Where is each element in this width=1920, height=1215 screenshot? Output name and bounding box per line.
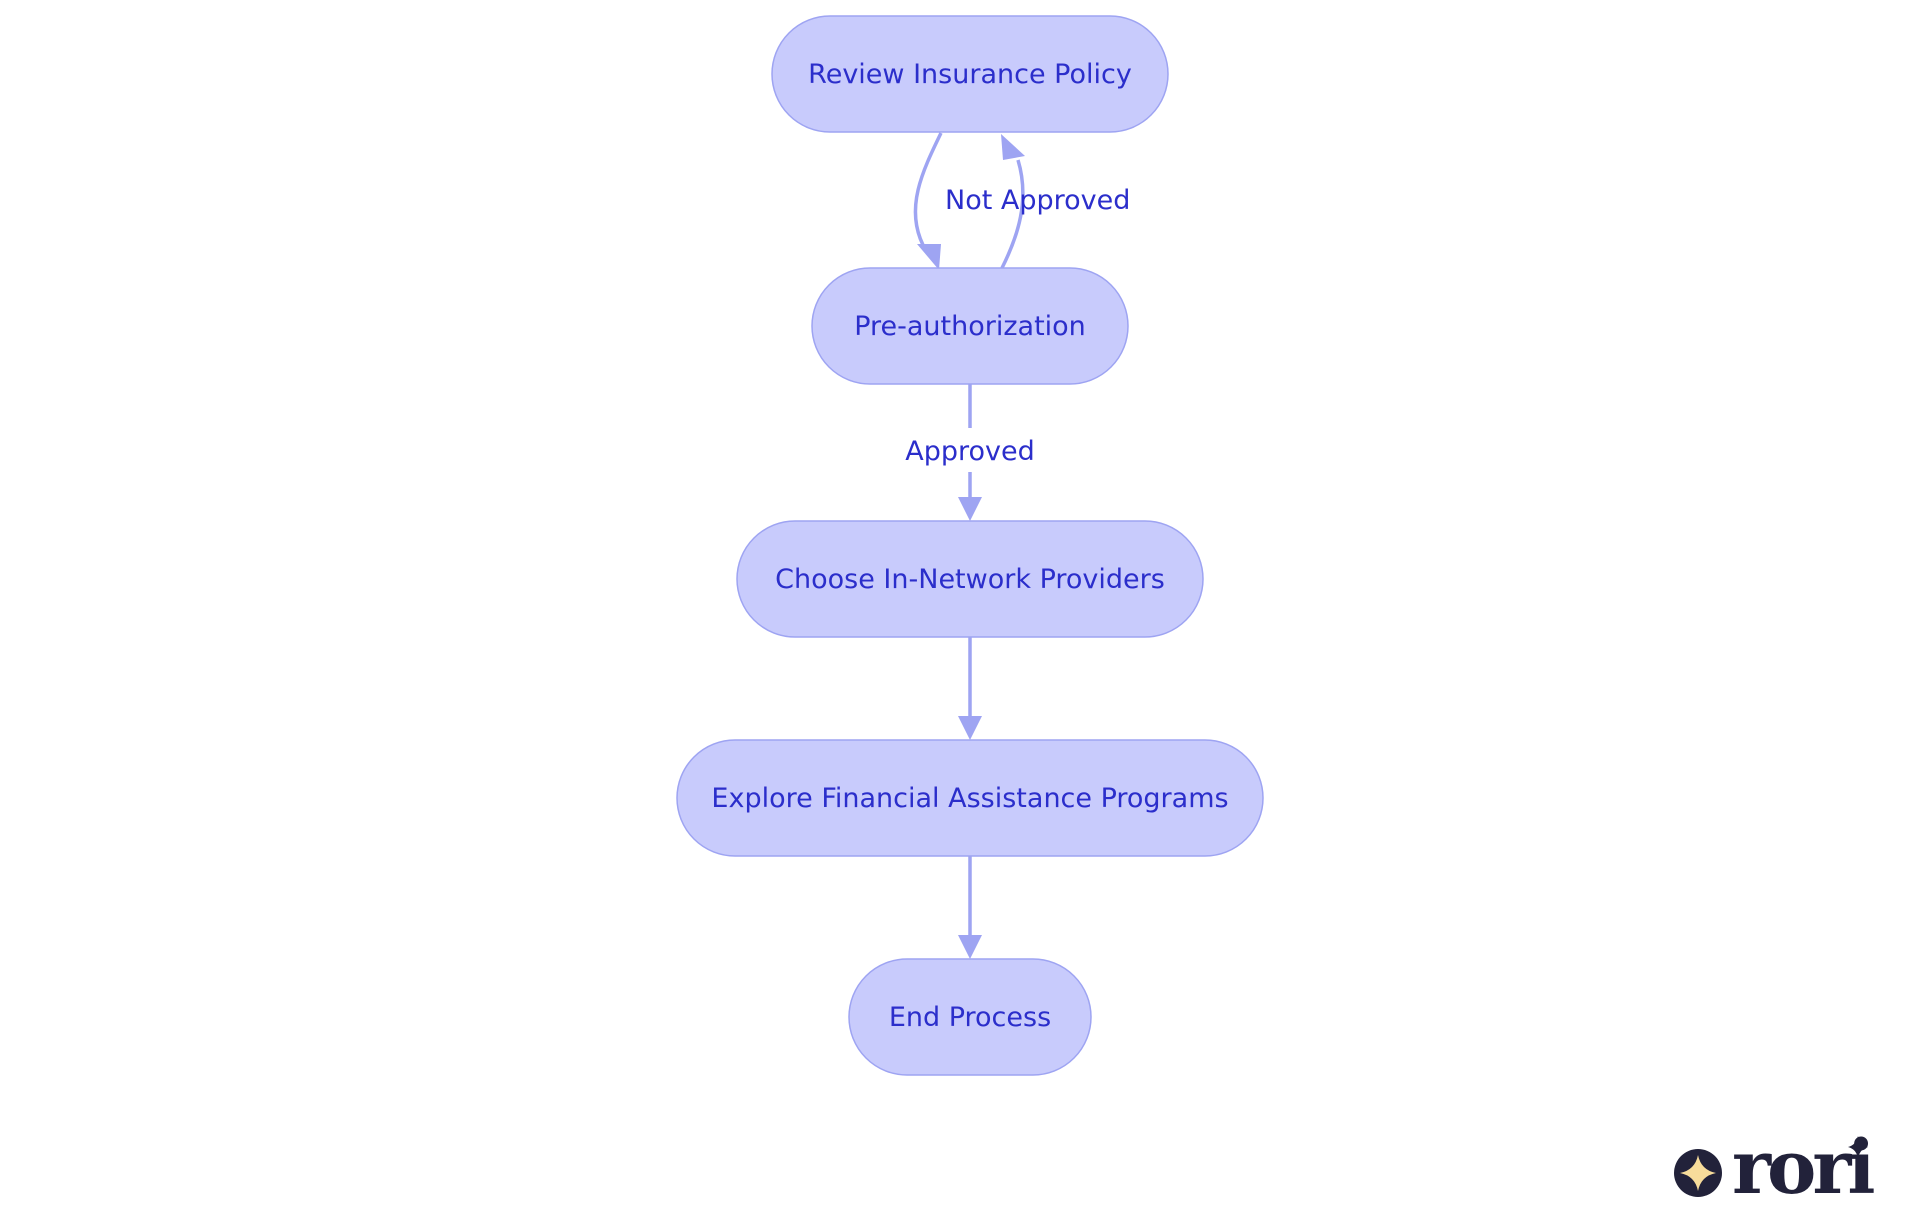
edge-label-background	[900, 428, 1040, 472]
node-end-process[interactable]: End Process	[848, 958, 1092, 1076]
arrowhead-icon	[917, 244, 941, 270]
sparkle-icon	[1680, 1155, 1716, 1191]
node-explore-financial-assistance-programs[interactable]: Explore Financial Assistance Programs	[676, 739, 1264, 857]
arrowhead-icon	[1001, 134, 1025, 160]
edge-review-to-preauth	[913, 132, 943, 246]
edge-label-approved: Approved	[905, 436, 1035, 467]
edge-preauth-to-review	[1000, 159, 1025, 269]
logo-star-icon	[1848, 1136, 1868, 1158]
logo-wordmark: rori	[1732, 1125, 1874, 1211]
node-review-insurance-policy[interactable]: Review Insurance Policy	[771, 15, 1169, 133]
node-label: Choose In-Network Providers	[775, 564, 1165, 595]
node-pre-authorization[interactable]: Pre-authorization	[811, 267, 1129, 385]
edge-label-not-approved: Not Approved	[945, 185, 1130, 216]
node-choose-in-network-providers[interactable]: Choose In-Network Providers	[736, 520, 1204, 638]
node-label: Explore Financial Assistance Programs	[711, 783, 1228, 814]
arrowhead-icon	[958, 497, 982, 521]
node-label: Pre-authorization	[854, 311, 1086, 342]
arrowhead-icon	[958, 935, 982, 959]
node-label: End Process	[889, 1002, 1051, 1033]
node-label: Review Insurance Policy	[808, 59, 1132, 90]
arrowhead-icon	[958, 716, 982, 740]
brand-logo: rori	[1674, 1125, 1878, 1211]
